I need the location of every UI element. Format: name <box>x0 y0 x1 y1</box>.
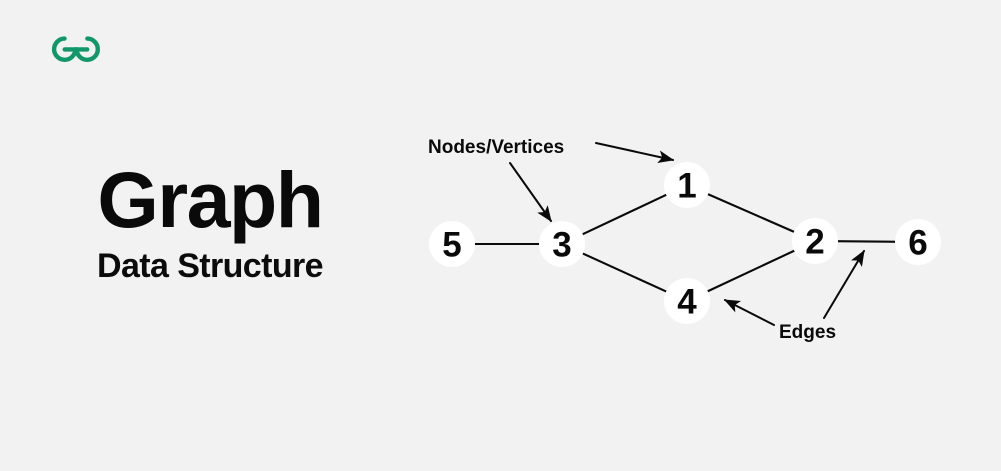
graph-edge-2-6 <box>833 240 900 243</box>
graph-node-label: 5 <box>442 226 461 265</box>
graph-node-circle <box>664 278 710 324</box>
page-title: Graph <box>97 155 324 244</box>
graph-node-circle <box>664 162 710 208</box>
annotation-label-nodes-vertices: Nodes/Vertices <box>428 137 564 158</box>
graph-node-3[interactable]: 3 <box>539 221 585 267</box>
title-block: Graph Data Structure <box>0 155 420 286</box>
graph-node-circle <box>539 221 585 267</box>
graph-node-5[interactable]: 5 <box>429 221 475 267</box>
graph-node-6[interactable]: 6 <box>895 219 941 265</box>
geeksforgeeks-logo <box>44 30 108 66</box>
annotation-nodes-vertices: Nodes/Vertices <box>428 137 675 222</box>
geeksforgeeks-logo-icon <box>51 36 100 62</box>
annotation-arrow-icon <box>723 299 775 326</box>
graph-node-4[interactable]: 4 <box>664 278 710 324</box>
graph-node-label: 6 <box>908 224 927 263</box>
nodes-layer: 5 3 1 2 6 4 <box>429 162 941 324</box>
graph-edge-4-2 <box>704 248 798 294</box>
annotation-arrow-icon <box>595 142 675 164</box>
graph-node-circle <box>895 219 941 265</box>
graph-edge-3-4 <box>579 251 670 294</box>
graph-node-label: 1 <box>677 167 696 206</box>
graph-node-2[interactable]: 2 <box>792 218 838 264</box>
graph-node-circle <box>792 218 838 264</box>
graph-edge-1-2 <box>704 191 798 235</box>
annotation-label-edges: Edges <box>779 322 836 343</box>
annotation-arrow-icon <box>823 249 865 319</box>
edges-layer <box>470 191 900 294</box>
annotation-arrow-icon <box>509 162 552 222</box>
graph-node-label: 4 <box>677 283 697 322</box>
graph-node-circle <box>429 221 475 267</box>
annotation-edges: Edges <box>723 249 865 343</box>
graph-node-label: 3 <box>552 226 571 265</box>
graph-edge-3-1 <box>579 192 670 237</box>
graph-node-label: 2 <box>805 223 824 262</box>
graph-node-1[interactable]: 1 <box>664 162 710 208</box>
page-subtitle: Data Structure <box>97 246 323 285</box>
